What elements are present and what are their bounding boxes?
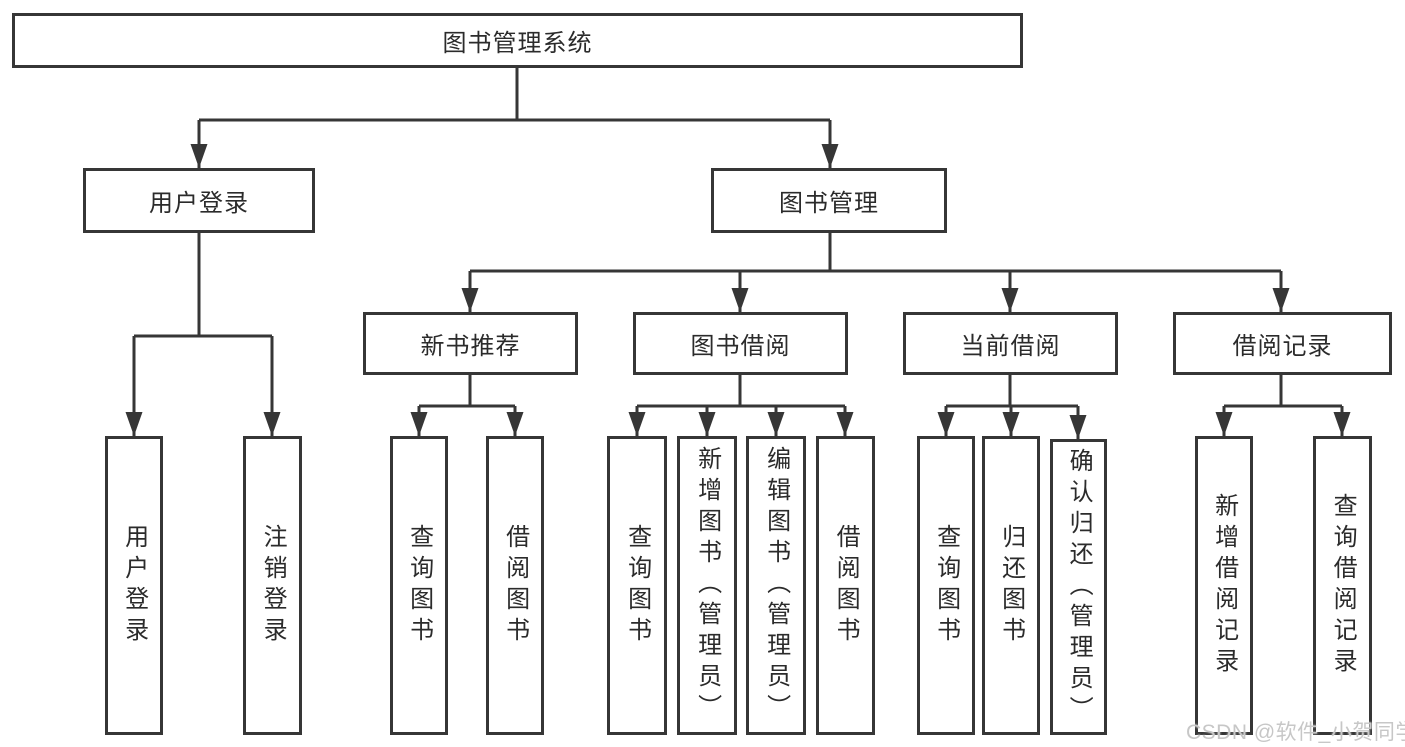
leaf-confirm-return-admin: 确认归还（管理员） <box>1050 439 1107 735</box>
node-borrow-records: 借阅记录 <box>1173 312 1392 375</box>
leaf-label: 归还图书 <box>997 523 1025 648</box>
arrow-down-icon <box>190 144 208 168</box>
arrow-down-icon <box>628 412 646 436</box>
node-new-book-recommend: 新书推荐 <box>363 312 578 375</box>
arrow-down-icon <box>821 144 839 168</box>
node-current-borrow: 当前借阅 <box>903 312 1118 375</box>
arrow-down-icon <box>698 412 716 436</box>
arrow-down-icon <box>1002 412 1020 436</box>
arrow-down-icon <box>767 412 785 436</box>
arrow-down-icon <box>1215 412 1233 436</box>
arrow-down-icon <box>506 412 524 436</box>
node-book-borrow: 图书借阅 <box>633 312 848 375</box>
leaf-query-borrow-record: 查询借阅记录 <box>1313 436 1372 735</box>
leaf-user-login: 用户登录 <box>105 436 163 735</box>
arrow-down-icon <box>263 412 281 436</box>
leaf-label: 查询图书 <box>405 523 433 648</box>
leaf-query-books: 查询图书 <box>607 436 667 735</box>
arrow-down-icon <box>1001 288 1019 312</box>
leaf-query-books: 查询图书 <box>917 436 975 735</box>
arrow-down-icon <box>461 288 479 312</box>
arrow-down-icon <box>1272 288 1290 312</box>
leaf-label: 新增借阅记录 <box>1210 492 1238 679</box>
leaf-query-books: 查询图书 <box>390 436 448 735</box>
leaf-label: 注销登录 <box>259 523 287 648</box>
arrow-down-icon <box>125 412 143 436</box>
leaf-label: 新增图书（管理员） <box>693 446 721 725</box>
leaf-label: 查询图书 <box>932 523 960 648</box>
node-root-system: 图书管理系统 <box>12 13 1023 68</box>
leaf-logout: 注销登录 <box>243 436 302 735</box>
csdn-watermark: CSDN @软件_小贺同学 <box>1186 721 1405 744</box>
leaf-return-books: 归还图书 <box>982 436 1040 735</box>
leaf-add-borrow-record: 新增借阅记录 <box>1195 436 1253 735</box>
leaf-borrow-books: 借阅图书 <box>816 436 875 735</box>
leaf-label: 借阅图书 <box>501 523 529 648</box>
leaf-label: 查询借阅记录 <box>1329 492 1357 679</box>
node-book-management: 图书管理 <box>711 168 947 233</box>
arrow-down-icon <box>937 412 955 436</box>
leaf-label: 查询图书 <box>623 523 651 648</box>
leaf-label: 用户登录 <box>120 523 148 648</box>
leaf-borrow-books: 借阅图书 <box>486 436 544 735</box>
arrow-down-icon <box>1333 412 1351 436</box>
arrow-down-icon <box>836 412 854 436</box>
leaf-add-books-admin: 新增图书（管理员） <box>677 436 737 735</box>
arrow-down-icon <box>731 288 749 312</box>
arrow-down-icon <box>410 412 428 436</box>
node-user-login: 用户登录 <box>83 168 315 233</box>
leaf-edit-books-admin: 编辑图书（管理员） <box>746 436 806 735</box>
leaf-label: 确认归还（管理员） <box>1065 447 1093 727</box>
leaf-label: 借阅图书 <box>832 523 860 648</box>
leaf-label: 编辑图书（管理员） <box>762 446 790 725</box>
arrow-down-icon <box>1069 415 1087 439</box>
